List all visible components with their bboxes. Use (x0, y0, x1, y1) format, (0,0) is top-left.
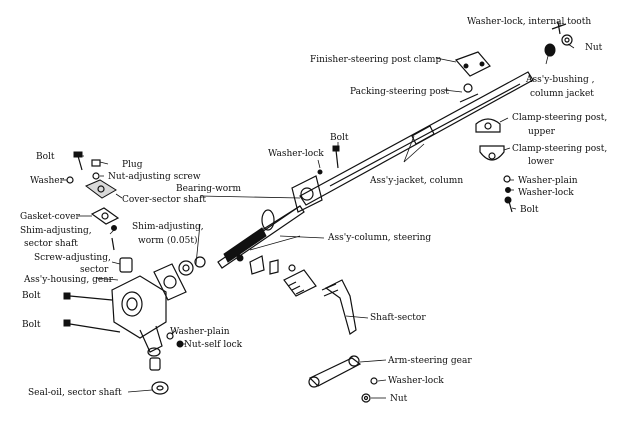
label-plug: Plug (122, 160, 143, 170)
label-bolt-left-top: Bolt (36, 152, 55, 162)
label-assy-jacket-column: Ass'y-jacket, column (369, 176, 463, 186)
bottom-washer-nut (361, 377, 378, 403)
label-bearing-worm: Bearing-worm (176, 184, 242, 194)
left-top-hardware (66, 151, 101, 184)
label-nut-adjusting-screw: Nut-adjusting screw (108, 172, 201, 182)
bolt-left-low (63, 319, 121, 333)
shim-sector-and-screw (111, 225, 117, 251)
label-bolt-left-mid: Bolt (22, 291, 41, 301)
label-shaft-sector: Shaft-sector (370, 313, 426, 323)
label-assy-bushing-line2: column jacket (530, 89, 594, 99)
label-nut-top: Nut (585, 43, 603, 53)
right-bolt-washers (503, 175, 513, 213)
finisher-clamp (454, 51, 491, 77)
label-seal-oil-sector-shaft: Seal-oil, sector shaft (28, 388, 122, 398)
label-bolt-center: Bolt (330, 133, 349, 143)
leader-lines (62, 20, 575, 399)
label-finisher-steering-post-clamp: Finisher-steering post clamp (310, 55, 441, 65)
label-clamp-lower-line1: Clamp-steering post, (512, 144, 607, 154)
arm-steering-gear (308, 355, 362, 388)
label-washer-plain-bottom: Washer-plain (170, 327, 230, 337)
label-washer-lock-right: Washer-lock (518, 188, 574, 198)
label-washer-lock-bottom: Washer-lock (388, 376, 444, 386)
label-assy-housing-gear: Ass'y-housing, gear (23, 275, 114, 285)
label-washer-lock-internal-tooth: Washer-lock, internal tooth (467, 17, 591, 27)
housing-bushing (119, 257, 133, 273)
sector-gear-parts (236, 254, 317, 297)
gear-housing (111, 275, 167, 357)
label-washer-plain-right: Washer-plain (518, 176, 578, 186)
label-screw-adjusting-line1: Screw-adjusting, (34, 253, 111, 263)
label-assy-column-steering: Ass'y-column, steering (327, 233, 431, 243)
packing-steering-post (459, 83, 479, 103)
label-arm-steering-gear: Arm-steering gear (387, 356, 472, 366)
label-bolt-right: Bolt (520, 205, 539, 215)
center-bolt (317, 145, 340, 175)
steering-column-shaft (217, 205, 305, 269)
part-labels: Washer-lock, internal tooth Nut Finisher… (20, 17, 607, 404)
label-clamp-lower-line2: lower (528, 157, 554, 167)
column-flange (291, 175, 323, 213)
label-clamp-upper-line1: Clamp-steering post, (512, 113, 607, 123)
label-gasket-cover: Gasket-cover (20, 212, 80, 222)
bolt-left-mid (63, 292, 113, 301)
label-assy-bushing-line1: Ass'y-bushing , (525, 75, 594, 85)
label-shim-sector-line1: Shim-adjusting, (20, 226, 92, 236)
label-nut-bottom: Nut (390, 394, 408, 404)
gasket-cover (90, 207, 120, 225)
label-bolt-left-low: Bolt (22, 320, 41, 330)
clamp-lower (479, 145, 505, 161)
shaft-sector (321, 279, 357, 335)
seal-oil-parts (149, 357, 169, 395)
label-shim-sector-line2: sector shaft (24, 239, 78, 249)
label-washer-lock-center: Washer-lock (268, 149, 324, 159)
label-shim-worm-line1: Shim-adjusting, (132, 222, 204, 232)
label-screw-adjusting-line2: sector (80, 265, 109, 275)
column-jacket (299, 71, 534, 206)
label-cover-sector-shaft: Cover-sector shaft (122, 195, 206, 205)
bearing-worm-upper (261, 209, 275, 231)
label-nut-self-lock: Nut-self lock (184, 340, 243, 350)
cover-sector-shaft (85, 179, 117, 199)
label-packing-steering-post: Packing-steering post (350, 87, 449, 97)
clamp-upper (475, 118, 501, 133)
label-clamp-upper-line2: upper (528, 127, 556, 137)
label-washer-left: Washer (30, 176, 65, 186)
label-shim-worm-line2: worm (0.05t) (138, 235, 198, 246)
worm-bearing-shim (153, 256, 206, 301)
top-right-hardware (544, 21, 573, 57)
